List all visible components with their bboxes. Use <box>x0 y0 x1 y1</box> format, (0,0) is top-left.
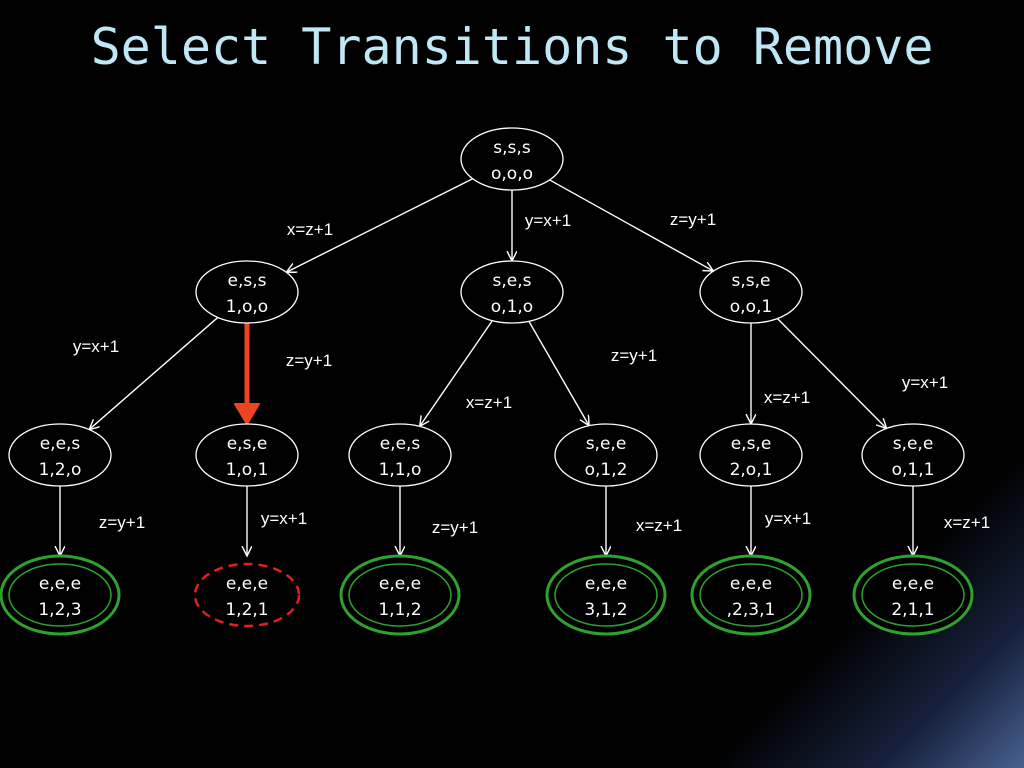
transition-edge-n1-n11[interactable] <box>89 316 219 429</box>
accepting-outer-ring <box>545 554 667 636</box>
state-node[interactable]: s,s,e o,o,1 <box>699 260 803 324</box>
transition-edge-n2-n22[interactable] <box>528 320 589 425</box>
node-value-label: 1,o,o <box>226 297 268 317</box>
node-ellipse <box>554 423 658 487</box>
node-state-label: e,e,s <box>380 434 421 454</box>
node-value-label: ,2,3,1 <box>727 600 776 620</box>
node-state-label: s,e,e <box>893 434 934 454</box>
node-state-label: e,e,e <box>39 574 81 594</box>
node-ellipse <box>195 260 299 324</box>
node-state-label: e,e,e <box>730 574 772 594</box>
node-state-label: e,e,e <box>226 574 268 594</box>
edge-label: y=x+1 <box>73 337 119 356</box>
node-ellipse <box>699 423 803 487</box>
edge-label: z=y+1 <box>611 346 657 365</box>
accepting-outer-ring <box>690 554 812 636</box>
accepting-state-node[interactable]: e,e,e 2,1,1 <box>852 554 974 636</box>
node-value-label: o,1,2 <box>585 460 628 480</box>
node-state-label: e,e,e <box>892 574 934 594</box>
node-state-label: e,s,s <box>228 271 267 291</box>
accepting-inner-ring <box>699 563 803 627</box>
state-node[interactable]: e,s,e 2,o,1 <box>699 423 803 487</box>
node-value-label: 2,1,1 <box>891 600 934 620</box>
node-state-label: e,e,e <box>585 574 627 594</box>
state-node[interactable]: e,e,s 1,1,o <box>348 423 452 487</box>
node-value-label: 1,2,1 <box>225 600 268 620</box>
node-value-label: 1,1,o <box>379 460 422 480</box>
state-node[interactable]: e,s,s 1,o,o <box>195 260 299 324</box>
node-value-label: 2,o,1 <box>730 460 773 480</box>
edge-labels-layer: x=z+1 y=x+1 z=y+1 y=x+1 z=y+1 x=z+1 z=y+1 x=z+1… <box>73 210 990 537</box>
node-value-label: o,1,o <box>491 297 533 317</box>
edge-label: x=z+1 <box>944 513 990 532</box>
node-state-label: e,e,e <box>379 574 421 594</box>
edge-label: z=y+1 <box>670 210 716 229</box>
accepting-outer-ring <box>852 554 974 636</box>
edge-label: x=z+1 <box>636 516 682 535</box>
node-value-label: 1,2,3 <box>38 600 81 620</box>
node-state-label: s,s,e <box>732 271 771 291</box>
edge-label: z=y+1 <box>286 351 332 370</box>
accepting-outer-ring <box>0 554 121 636</box>
node-ellipse <box>460 260 564 324</box>
node-state-label: s,s,s <box>493 138 531 158</box>
state-node[interactable]: s,e,e o,1,1 <box>861 423 965 487</box>
accepting-inner-ring <box>554 563 658 627</box>
node-value-label: 1,o,1 <box>226 460 269 480</box>
accepting-inner-ring <box>861 563 965 627</box>
removed-state-node[interactable]: e,e,e 1,2,1 <box>193 562 301 628</box>
node-ellipse <box>861 423 965 487</box>
accepting-state-node[interactable]: e,e,e 1,1,2 <box>339 554 461 636</box>
edge-label: x=z+1 <box>764 388 810 407</box>
transition-edge-root-n1[interactable] <box>286 178 473 273</box>
edge-label: y=x+1 <box>261 509 307 528</box>
state-node[interactable]: e,e,s 1,2,o <box>8 423 112 487</box>
state-node[interactable]: e,s,e 1,o,1 <box>195 423 299 487</box>
node-value-label: 1,1,2 <box>378 600 421 620</box>
node-ellipse <box>699 260 803 324</box>
slide-title: Select Transitions to Remove <box>90 18 934 76</box>
transition-edge-n3-n32[interactable] <box>776 318 886 429</box>
edge-label: x=z+1 <box>287 220 333 239</box>
edge-label: y=x+1 <box>902 373 948 392</box>
node-state-label: e,e,s <box>40 434 81 454</box>
accepting-inner-ring <box>348 563 452 627</box>
edge-label: z=y+1 <box>99 513 145 532</box>
nodes-layer: s,s,s o,o,o e,s,s 1,o,o s,e,s o,1,o s,s,e o,o,1… <box>0 127 974 636</box>
accepting-outer-ring <box>339 554 461 636</box>
transition-edge-n2-n21[interactable] <box>420 320 493 427</box>
edges-layer <box>60 178 913 556</box>
accepting-state-node[interactable]: e,e,e 1,2,3 <box>0 554 121 636</box>
node-ellipse <box>195 423 299 487</box>
node-value-label: 3,1,2 <box>584 600 627 620</box>
node-ellipse <box>8 423 112 487</box>
node-state-label: s,e,s <box>493 271 532 291</box>
node-ellipse <box>460 127 564 191</box>
edge-label: y=x+1 <box>765 509 811 528</box>
removed-dashed-ring <box>193 562 301 628</box>
state-node[interactable]: s,s,s o,o,o <box>460 127 564 191</box>
transition-edge-root-n3[interactable] <box>549 179 714 271</box>
node-value-label: o,o,o <box>491 164 533 184</box>
edge-label: y=x+1 <box>525 211 571 230</box>
node-ellipse <box>348 423 452 487</box>
edge-label: z=y+1 <box>432 518 478 537</box>
node-state-label: e,s,e <box>227 434 268 454</box>
state-node[interactable]: s,e,e o,1,2 <box>554 423 658 487</box>
node-state-label: s,e,e <box>586 434 627 454</box>
node-value-label: 1,2,o <box>39 460 82 480</box>
state-node[interactable]: s,e,s o,1,o <box>460 260 564 324</box>
node-value-label: o,1,1 <box>892 460 935 480</box>
accepting-state-node[interactable]: e,e,e ,2,3,1 <box>690 554 812 636</box>
accepting-inner-ring <box>8 563 112 627</box>
selected-transition-arrow[interactable] <box>234 320 260 425</box>
node-value-label: o,o,1 <box>730 297 772 317</box>
edge-label: x=z+1 <box>466 393 512 412</box>
node-state-label: e,s,e <box>731 434 772 454</box>
accepting-state-node[interactable]: e,e,e 3,1,2 <box>545 554 667 636</box>
